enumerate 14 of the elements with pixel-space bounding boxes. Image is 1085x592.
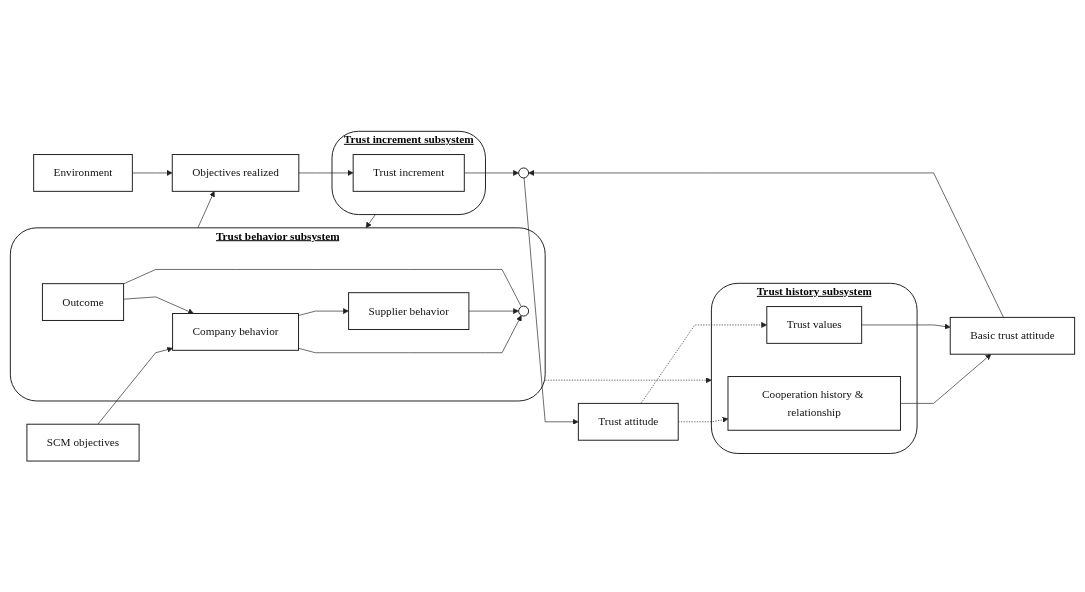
node-box: Supplier behavior: [348, 292, 470, 330]
node-box: Objectives realized: [171, 153, 300, 192]
node-box: Basic trust attitude: [949, 316, 1076, 355]
node-box: Outcome: [41, 283, 125, 321]
node-box: Company behavior: [172, 312, 300, 351]
node-box: SCM objectives: [26, 423, 140, 462]
node-circle: [518, 167, 530, 179]
node-box: Trust attitude: [577, 402, 679, 441]
node-box: Cooperation history & relationship: [727, 375, 901, 431]
node-box: Environment: [33, 153, 133, 192]
node-circle: [518, 305, 530, 317]
connector: [123, 268, 522, 307]
node-box: Trust values: [766, 305, 863, 344]
node-box: Trust increment: [352, 153, 465, 192]
